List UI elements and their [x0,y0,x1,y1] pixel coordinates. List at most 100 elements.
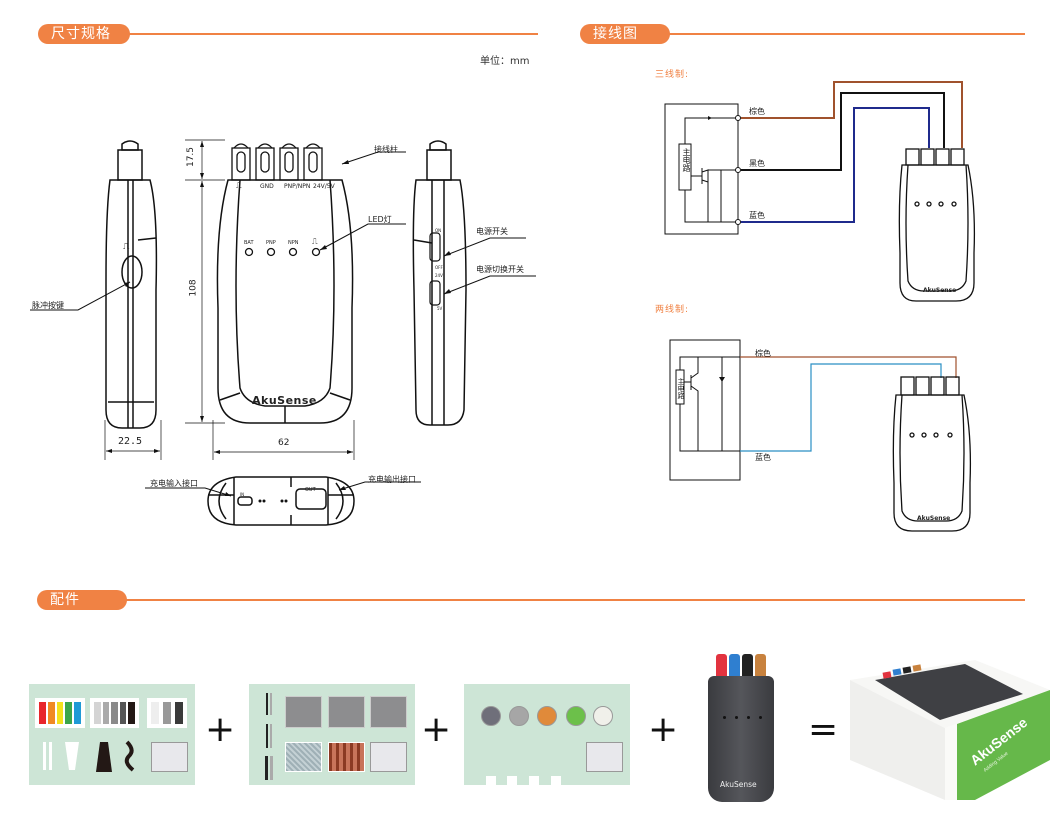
cone-black [96,742,112,772]
wire-blue [740,363,942,452]
label-pulse-button: 脉冲按键 [32,301,64,310]
white-strip [49,742,52,770]
three-wire-title: 三线制: [655,70,690,80]
plus-operator: + [421,709,452,750]
material-disc [481,706,501,726]
swatch [65,702,73,724]
terminal-cap [755,654,766,676]
product-box-photo: AkuSense Adding Value [850,660,1050,800]
wire-brown [740,356,957,378]
led-label-npn: NPN [288,240,299,246]
terminal-cap [742,654,753,676]
gray-swatch-group-2 [147,698,187,728]
device-photo: AkuSense [708,654,774,802]
wire-label-blue: 蓝色 [749,211,765,220]
front-brand: AkuSense [252,394,317,407]
wiring-device-two-wire [892,376,972,532]
leader-pulse-button [30,281,131,311]
wire-label-black: 黑色 [749,159,765,168]
accessory-card-surface-test [249,684,415,785]
three-wire-diagram [664,81,963,235]
transparent-sample [370,742,407,772]
wire-label-brown: 棕色 [749,107,765,116]
plus-operator: + [648,709,679,750]
cone-white [65,742,79,770]
color-swatch-group [35,698,85,728]
wire-label-blue-two-wire: 蓝色 [755,453,771,462]
unit-label: 单位：mm [480,56,530,67]
tab-slot [529,776,539,785]
led-label-bat: BAT [244,240,254,246]
two-wire-diagram [669,339,957,481]
dimension-vertical [185,139,225,424]
label-terminal-post: 接线柱 [374,145,398,154]
swatch [94,702,101,724]
device-brand: AkuSense [720,780,757,789]
bar [270,724,272,748]
label-led: LED灯 [368,215,392,224]
label-charge-output: 充电输出接口 [368,475,416,484]
led-dot [747,716,750,719]
bar [270,693,272,715]
dimension-value-terminal-height: 17.5 [186,146,197,168]
swatch [102,702,110,724]
material-disc [537,706,557,726]
gray-swatch-group [90,698,139,728]
material-disc [566,706,586,726]
wiring-device-brand-two-wire: AkuSense [917,515,951,522]
led-label-pulse: ⎍ [312,237,318,246]
leader-charge-output [338,481,421,491]
terminal-cap [716,654,727,676]
leader-power-select [443,275,536,295]
label-charge-input: 充电输入接口 [150,479,198,488]
equals-operator: = [808,709,839,750]
main-circuit-label: 主电路 [682,148,691,172]
section-title-wiring: 接线图 [580,24,670,44]
switch-label-24v: 24V [435,273,443,278]
curve-black [124,740,135,772]
plus-operator: + [205,709,236,750]
section-divider [125,599,1025,601]
wiring-device-three-wire [898,148,976,302]
white-strip [43,742,46,770]
transparent-sample [586,742,623,772]
main-circuit-label-two-wire: 主电路 [677,378,685,399]
terminal-label-pnp-npn: PNP/NPN [284,183,311,190]
swatch [119,702,127,724]
section-header-dimensions: 尺寸规格 [38,24,538,44]
led-dot [759,716,762,719]
section-divider [666,33,1025,35]
wire-blue [741,107,930,223]
swatch [163,702,171,724]
section-divider [126,33,538,35]
sandpaper-sample [285,696,322,728]
tab-slot [486,776,496,785]
leader-charge-input [145,487,232,497]
transparent-sample [151,742,188,772]
swatch [47,702,55,724]
front-view-drawing [216,143,354,424]
wire-label-brown-two-wire: 棕色 [755,349,771,358]
swatch [39,702,46,724]
led-dot [723,716,726,719]
terminal-label-pulse: ⎍ [236,181,242,190]
right-side-view-drawing [412,140,467,426]
terminal-cap [729,654,740,676]
led-label-pnp: PNP [266,240,276,246]
sandpaper-sample [328,696,365,728]
terminal-label-gnd: GND [260,183,274,190]
wire-black [741,92,945,171]
leader-led [319,223,406,251]
section-title-dimensions: 尺寸规格 [38,24,130,44]
label-power-select-switch: 电源切换开关 [476,265,524,274]
bottom-view-drawing [207,476,355,526]
accessory-card-color-test [29,684,195,785]
bar [270,756,273,780]
swatch [56,702,64,724]
switch-label-off: OFF [435,265,443,270]
bar [266,693,268,715]
label-power-switch: 电源开关 [476,227,508,236]
port-label-in: IN [240,492,245,497]
material-disc [593,706,613,726]
bar [265,756,268,780]
